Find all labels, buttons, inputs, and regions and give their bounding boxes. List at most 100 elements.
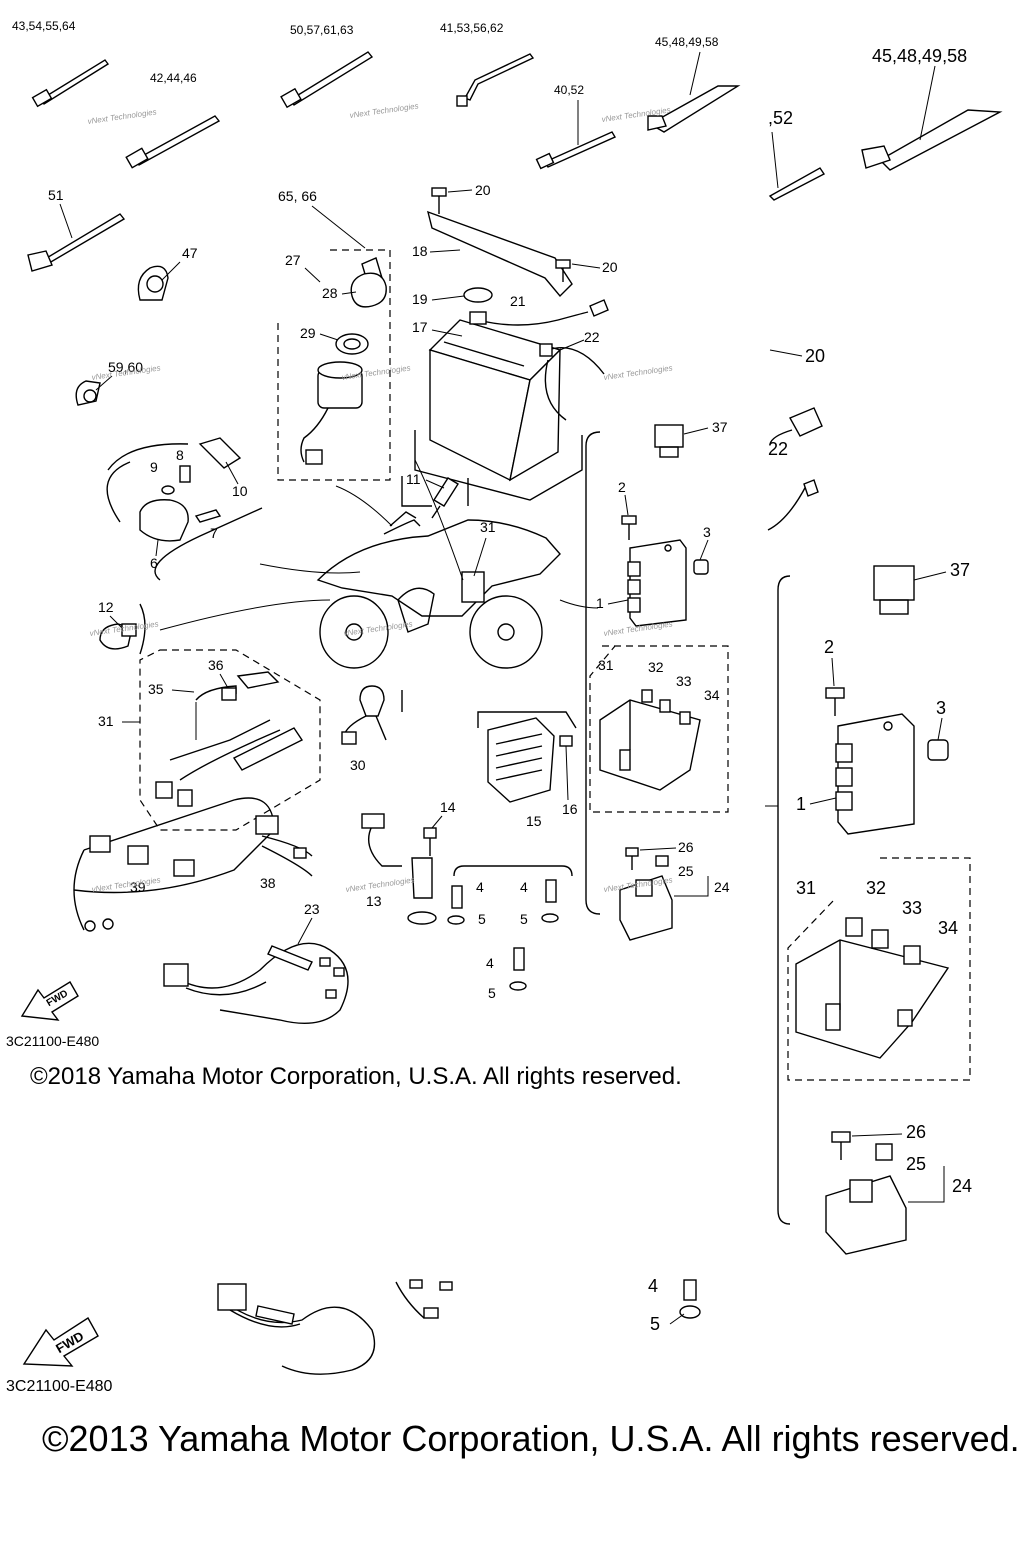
- bolt-4-bottom: [683, 1279, 697, 1301]
- ref-45-48-49-58-small: 45,48,49,58: [655, 35, 719, 49]
- cable-tie-41: [456, 53, 535, 107]
- terminals-bottom: [395, 1279, 453, 1319]
- callout-51: 51: [48, 187, 64, 203]
- harness-bottom: [217, 1283, 376, 1375]
- sensor-13: [361, 813, 437, 925]
- callout-34: 34: [704, 687, 720, 703]
- ref-41-53-56-62: 41,53,56,62: [440, 21, 504, 35]
- callout-4c: 4: [486, 955, 494, 971]
- callout-47: 47: [182, 245, 198, 261]
- ref-59-60: 59,60: [108, 359, 143, 375]
- bolt-4c: [513, 947, 525, 971]
- coil-6: [139, 499, 189, 542]
- callout-31-large: 31: [796, 878, 816, 898]
- watermark-8: vNext Technologies: [343, 619, 413, 638]
- callout-17: 17: [412, 319, 428, 335]
- diagram-code-bottom: 3C21100-E480: [6, 1378, 113, 1395]
- ignitor-1: [627, 539, 687, 627]
- callout-25-large: 25: [906, 1154, 926, 1174]
- fwd-arrow-icon-top: FWD: [20, 981, 79, 1021]
- ref-42-44-46: 42,44,46: [150, 71, 197, 85]
- callout-33-large: 33: [902, 898, 922, 918]
- callout-37: 37: [712, 419, 728, 435]
- callout-1: 1: [596, 595, 604, 611]
- sensor-12: [99, 623, 137, 650]
- starter-relay-24: [619, 875, 673, 941]
- callout-7: 7: [210, 525, 218, 541]
- callout-31-fusebox: 31: [598, 657, 614, 673]
- main-switch-body: [300, 361, 363, 465]
- callout-5-bottom: 5: [650, 1314, 660, 1334]
- washer-5a: [447, 915, 465, 925]
- watermark-11: vNext Technologies: [345, 875, 415, 894]
- callout-5c: 5: [488, 985, 496, 1001]
- callout-6: 6: [150, 555, 158, 571]
- cable-tie-43: [31, 59, 110, 108]
- bolt-26-large: [831, 1131, 851, 1160]
- callout-27: 27: [285, 252, 301, 268]
- cap-10: [198, 437, 242, 469]
- callout-38: 38: [260, 875, 276, 891]
- ref-40-52: 40,52: [554, 83, 584, 97]
- callout-28: 28: [322, 285, 338, 301]
- battery-cable-22: [539, 343, 605, 421]
- fuse-34: [679, 711, 691, 725]
- grommet-19: [463, 287, 493, 303]
- callout-1-large: 1: [796, 794, 806, 814]
- battery-bracket-18: [427, 210, 573, 298]
- diagram-code-top: 3C21100-E480: [6, 1033, 100, 1049]
- callout-5b: 5: [520, 911, 528, 927]
- cover-36: [221, 671, 280, 701]
- bolt-2: [621, 515, 637, 540]
- callout-19: 19: [412, 291, 428, 307]
- copyright-top: ©2018 Yamaha Motor Corporation, U.S.A. A…: [30, 1063, 682, 1090]
- fuse-25: [655, 855, 669, 867]
- fuse-box-large: [795, 939, 950, 1059]
- bolt-7: [194, 509, 222, 523]
- callout-29: 29: [300, 325, 316, 341]
- callout-4a: 4: [476, 879, 484, 895]
- ref-45-48-49-58-large: 45,48,49,58: [872, 46, 967, 66]
- fuse-33-large: [871, 929, 889, 949]
- callout-39: 39: [130, 879, 146, 895]
- callout-21: 21: [510, 293, 526, 309]
- bolt-26: [625, 847, 639, 870]
- battery-17: [428, 319, 562, 482]
- cable-tie-45-large: [861, 109, 1003, 171]
- callout-2: 2: [618, 479, 626, 495]
- watermark-1: vNext Technologies: [87, 107, 157, 126]
- callout-10: 10: [232, 483, 248, 499]
- copyright-bottom: ©2013 Yamaha Motor Corporation, U.S.A. A…: [42, 1418, 1020, 1459]
- callout-3: 3: [703, 524, 711, 540]
- watermark-10: vNext Technologies: [91, 875, 161, 894]
- cable-tie-51: [27, 213, 126, 272]
- callout-12: 12: [98, 599, 114, 615]
- callout-2-large: 2: [824, 637, 834, 657]
- callout-33: 33: [676, 673, 692, 689]
- harness-39: [73, 797, 275, 932]
- washer-5c: [509, 981, 527, 991]
- callout-11: 11: [406, 471, 421, 487]
- bolt-14: [423, 827, 437, 856]
- callout-37-large: 37: [950, 560, 970, 580]
- cable-tie-40: [535, 131, 617, 170]
- cable-tie-50: [280, 51, 374, 109]
- callout-13: 13: [366, 893, 382, 909]
- ref-52-partial: ,52: [768, 108, 793, 128]
- bolt-4b: [545, 879, 557, 903]
- clip-59: [75, 380, 101, 406]
- callout-22: 22: [584, 329, 600, 345]
- callout-5a: 5: [478, 911, 486, 927]
- callout-25: 25: [678, 863, 694, 879]
- fuse-32: [641, 689, 653, 703]
- lead-35: [195, 685, 237, 701]
- harness-23: [163, 942, 349, 1025]
- battery-cable-21: [469, 299, 609, 326]
- clamp-47: [137, 265, 169, 301]
- ignitor-1-large: [835, 713, 915, 835]
- callout-8: 8: [176, 447, 184, 463]
- fuse-33: [659, 699, 671, 713]
- key-28: [350, 257, 387, 308]
